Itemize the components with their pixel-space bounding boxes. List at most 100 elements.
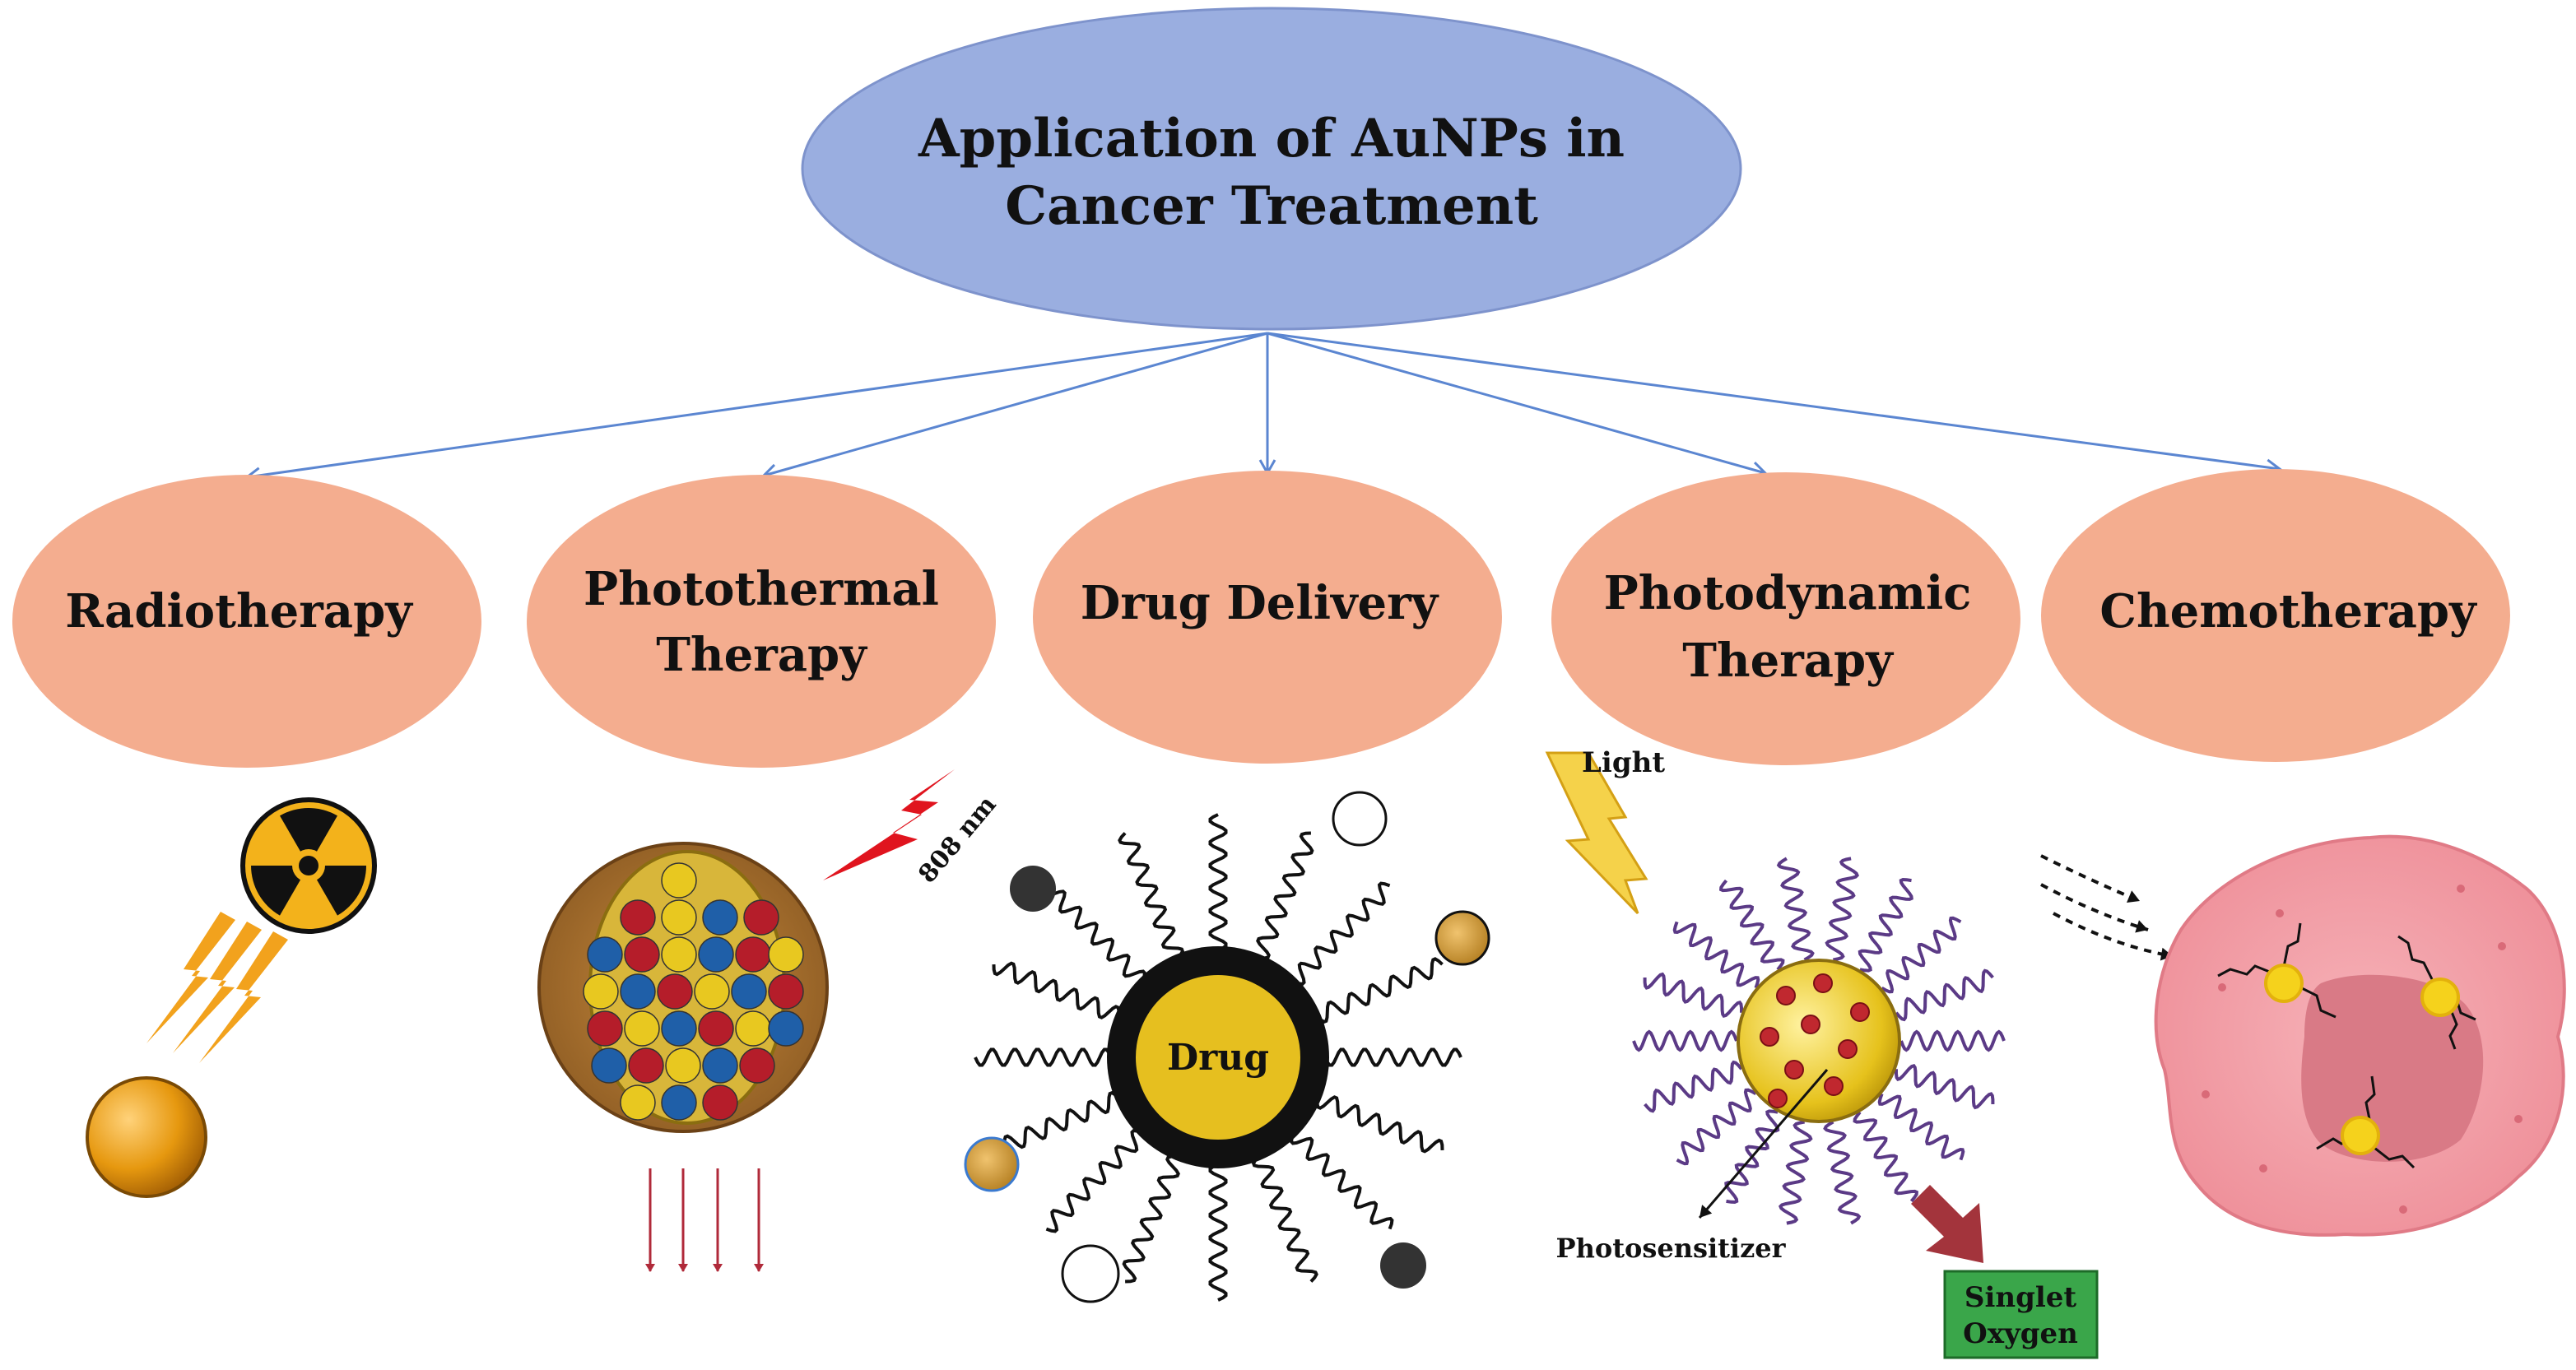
connector-arrows	[244, 332, 2283, 485]
drug-core-label: Drug	[1167, 1037, 1269, 1079]
photothermal-sphere	[591, 1047, 627, 1084]
title-ellipse	[801, 7, 1742, 331]
photothermal-sphere	[587, 1010, 623, 1047]
photosensitizer-dot	[1768, 1089, 1788, 1108]
bound-nanoparticle-1	[2264, 964, 2304, 1003]
branch-photothermal: Photothermal Therapy	[527, 475, 996, 768]
branch-label-photodynamic-1: Photodynamic	[1604, 566, 1972, 620]
arrow-to-radiotherapy	[244, 332, 1268, 485]
light-bolt-icon	[1545, 751, 1648, 915]
photothermal-sphere	[735, 1010, 771, 1047]
photothermal-sphere	[768, 1010, 804, 1047]
photothermal-sphere	[768, 936, 804, 973]
bound-nanoparticles	[2217, 922, 2476, 1169]
photothermal-sphere	[657, 973, 693, 1010]
light-label: Light	[1582, 746, 1665, 779]
photothermal-sphere	[768, 973, 804, 1010]
branch-ellipse	[12, 475, 481, 768]
branch-label-drug-delivery: Drug Delivery	[1081, 576, 1439, 630]
photothermal-sphere	[661, 899, 697, 936]
photosensitizer-dot	[1801, 1015, 1820, 1034]
photosensitizer-dot	[1776, 986, 1796, 1005]
branch-photodynamic: Photodynamic Therapy	[1551, 472, 2020, 765]
ligand-chain	[1118, 832, 1185, 960]
photothermal-sphere	[731, 973, 767, 1010]
branch-ellipse	[1033, 471, 1502, 764]
heat-arrows-icon	[645, 1168, 764, 1272]
branch-label-radiotherapy: Radiotherapy	[65, 584, 413, 639]
photothermal-sphere	[587, 936, 623, 973]
photothermal-sphere	[661, 1084, 697, 1121]
photothermal-sphere	[694, 973, 730, 1010]
photothermal-particles	[583, 862, 804, 1121]
photodynamic-chain	[1776, 857, 1815, 962]
ligand-chain	[1256, 831, 1314, 960]
ligand-chain	[993, 1090, 1121, 1158]
photothermal-sphere	[628, 1047, 664, 1084]
ligand-chain	[1323, 1047, 1462, 1067]
photosensitizer-pointer	[1698, 1069, 1829, 1219]
singlet-oxygen-line-1: Singlet	[1965, 1281, 2077, 1314]
drug-core-icon	[1136, 975, 1300, 1140]
ligand-chain	[1251, 1154, 1318, 1283]
photodynamic-chain	[1853, 1111, 1919, 1203]
bound-nanoparticle-3	[2341, 1116, 2380, 1155]
photodynamic-chain	[1881, 916, 1962, 994]
photodynamic-chain	[1644, 1060, 1743, 1113]
ligand-chain	[1122, 1154, 1180, 1284]
photothermal-sphere	[661, 1010, 697, 1047]
photodynamic-chain	[1858, 877, 1913, 973]
ligand-chain	[1315, 1095, 1444, 1154]
photothermal-sphere	[665, 1047, 701, 1084]
singlet-arrow-icon	[1911, 1185, 1983, 1263]
branch-drug-delivery: Drug Delivery	[1033, 471, 1502, 764]
photodynamic-chain	[1899, 1029, 2006, 1052]
radiotherapy-illustration	[86, 797, 377, 1198]
arrow-to-photothermal	[761, 332, 1268, 481]
photodynamic-illustration: Light Photosensitizer Singlet Oxygen	[1545, 746, 2099, 1359]
photosensitizer-dot	[1850, 1002, 1870, 1022]
arrow-to-photodynamic	[1267, 332, 1768, 478]
ligand-chain	[1208, 813, 1228, 952]
chemotherapy-illustration	[2040, 834, 2566, 1237]
branch-label-chemotherapy: Chemotherapy	[2099, 584, 2477, 639]
photothermal-sphere	[624, 1010, 660, 1047]
photosensitizer-dots	[1760, 973, 1870, 1108]
photothermal-sphere	[624, 936, 660, 973]
photodynamic-chain	[1895, 1063, 1995, 1110]
photodynamic-chain	[1718, 879, 1785, 971]
photosensitizer-dot	[1838, 1039, 1858, 1059]
ligand-chain	[992, 961, 1121, 1019]
branch-chemotherapy: Chemotherapy	[2041, 469, 2510, 762]
photodynamic-chain	[1877, 1093, 1965, 1161]
photothermal-sphere	[702, 1047, 738, 1084]
lightning-bolts-icon	[146, 912, 288, 1063]
ligand-ends	[964, 791, 1490, 1303]
photodynamic-chain	[1672, 921, 1760, 989]
photothermal-sphere	[739, 1047, 775, 1084]
photodynamic-chain	[1643, 972, 1743, 1019]
photothermal-sphere	[620, 973, 656, 1010]
ligand-chain	[974, 1047, 1113, 1067]
ligand-chain	[1289, 1132, 1394, 1230]
title-line-1: Application of AuNPs in	[918, 108, 1625, 170]
ligand-chain	[1208, 1163, 1228, 1302]
photodynamic-chain	[1823, 1120, 1862, 1225]
photosensitizer-dot	[1813, 973, 1833, 993]
photodynamic-chain	[1825, 857, 1859, 962]
branch-label-photodynamic-2: Therapy	[1682, 634, 1894, 688]
photothermal-sphere	[661, 862, 697, 899]
branch-ellipse	[2041, 469, 2510, 762]
title-line-2: Cancer Treatment	[1005, 175, 1538, 237]
cell-dots	[2202, 885, 2523, 1214]
branch-radiotherapy: Radiotherapy	[12, 475, 481, 768]
photodynamic-chain	[1779, 1120, 1813, 1225]
cell-nucleus-icon	[2301, 974, 2484, 1162]
dashed-arrows-icon	[2040, 854, 2174, 961]
ligand-chains	[974, 813, 1462, 1302]
drug-delivery-illustration: Drug	[964, 791, 1490, 1303]
photothermal-sphere	[702, 1084, 738, 1121]
branch-ellipse	[527, 475, 996, 768]
branch-label-photothermal-2: Therapy	[656, 628, 867, 682]
ligand-chain	[1315, 957, 1444, 1024]
